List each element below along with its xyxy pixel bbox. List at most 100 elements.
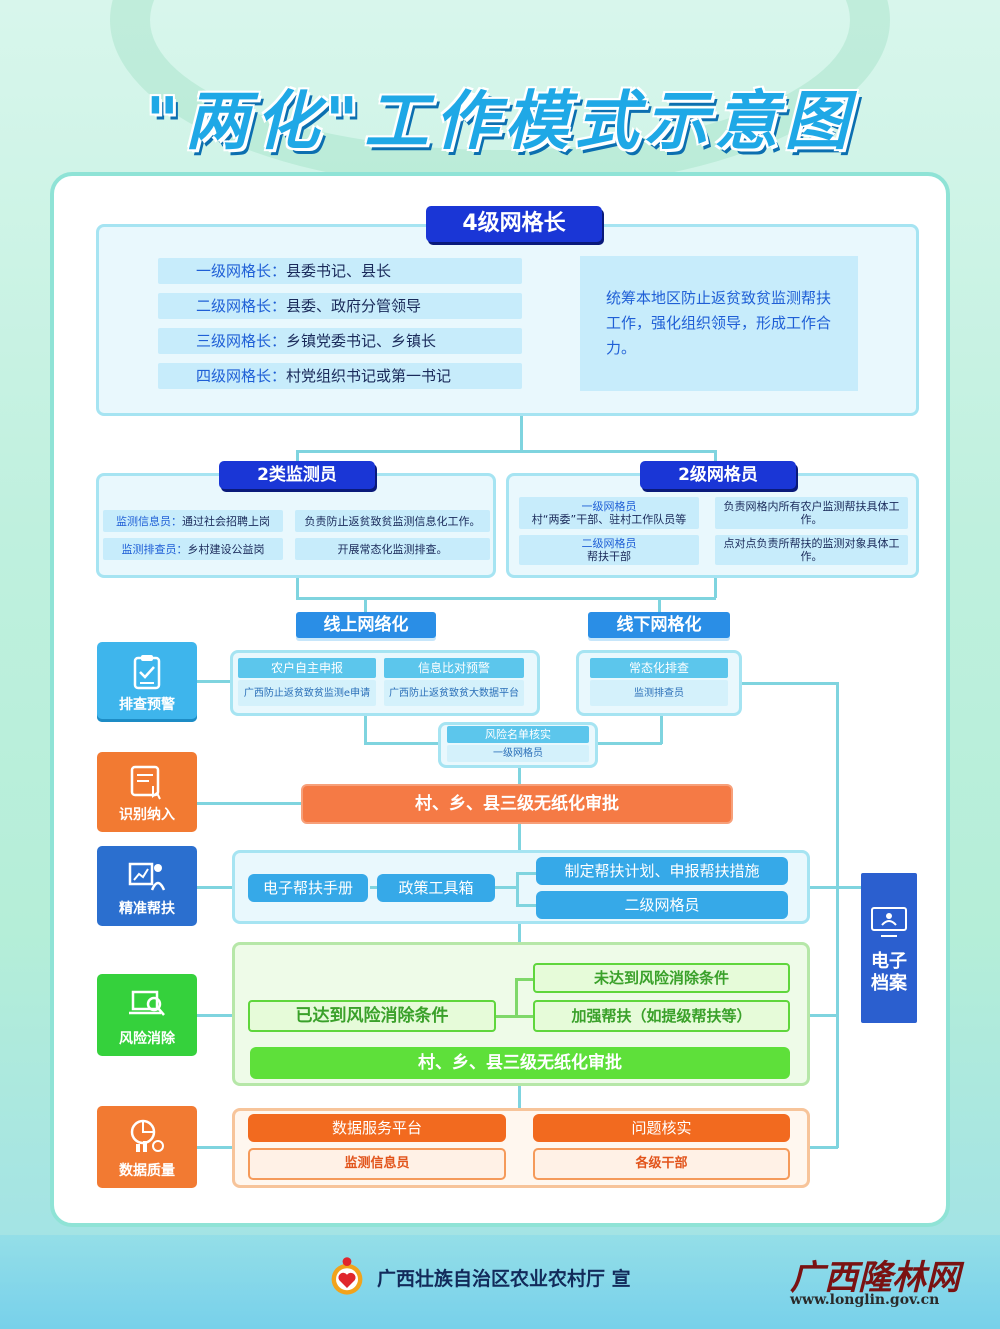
data-platform-box: 数据服务平台 [248,1114,506,1142]
footer-org: 广西壮族自治区农业农村厅 宣 [325,1257,631,1295]
archive-line-2: 档案 [871,973,907,994]
connector [197,802,301,805]
grid-leader-level-2: 二级网格长：县委、政府分管领导 [158,293,522,319]
grid-leader-header: 4级网格长 [426,206,602,242]
grid-member-value: 帮扶干部 [587,550,631,563]
connector [197,1146,233,1149]
risk-approval-bar: 村、乡、县三级无纸化审批 [250,1047,790,1079]
site-url[interactable]: www.longlin.gov.cn [790,1292,940,1308]
risk-unmet-box: 未达到风险消除条件 [533,963,790,993]
connector [296,597,716,600]
grid-member-row-1: 一级网格员村“两委”干部、驻村工作队员等 [519,497,699,529]
grid-member-duty-2: 点对点负责所帮扶的监测对象具体工作。 [715,535,908,565]
level-key: 一级网格长： [196,262,287,280]
connector [518,824,521,850]
connector [598,742,662,745]
data-analytics-icon [130,1119,164,1152]
level-value: 县委、政府分管领导 [286,297,422,315]
connector [660,716,663,744]
risk-list-top: 风险名单核实 [447,726,589,743]
stage-label: 数据质量 [119,1163,175,1179]
connector [516,872,536,875]
department-logo-icon [331,1257,363,1295]
stage-label: 精准帮扶 [119,901,175,917]
stage-label: 排查预警 [119,697,175,713]
offline-tag: 线下网格化 [588,612,730,638]
connector [518,924,521,942]
monitors-header: 2类监测员 [219,461,375,489]
stage-identify: 识别纳入 [97,752,197,832]
connector [742,682,838,685]
monitor-icon [871,907,907,937]
connector [516,872,519,906]
risk-met-box: 已达到风险消除条件 [248,1000,496,1032]
offline-top: 常态化排查 [590,658,728,678]
level-value: 县委书记、县长 [286,262,392,280]
connector [296,450,716,453]
connector [810,1146,838,1149]
connector [658,597,661,613]
connector [197,680,233,683]
offline-bottom: 监测排查员 [590,680,728,706]
online-item-1-bottom: 广西防止返贫致贫监测e申请 [238,680,376,706]
grid-leader-duty: 统筹本地区防止返贫致贫监测帮扶工作，强化组织领导，形成工作合力。 [580,256,858,391]
strengthen-box: 加强帮扶（如提级帮扶等） [533,1000,790,1032]
monitor-key: 监测排查员： [121,542,188,556]
teacher-chart-icon [128,862,166,891]
connector [714,578,717,598]
stage-risk-removal: 风险消除 [97,974,197,1056]
verify-box: 问题核实 [533,1114,790,1142]
footer-org-text: 广西壮族自治区农业农村厅 宣 [377,1267,631,1290]
stage-label: 识别纳入 [119,807,175,823]
info-member-box: 监测信息员 [248,1148,506,1180]
grid-member-duty-1: 负责网格内所有农户监测帮扶具体工作。 [715,497,908,529]
connector [515,978,518,1016]
approval-bar: 村、乡、县三级无纸化审批 [301,784,733,824]
connector [296,450,299,462]
stage-assist: 精准帮扶 [97,846,197,926]
brand-logo: 广西隆林网 [790,1258,960,1298]
assist-member-box: 二级网格员 [536,891,788,919]
online-item-1-top: 农户自主申报 [238,658,376,678]
monitor-duty-2: 开展常态化监测排查。 [295,538,490,560]
manual-button: 电子帮扶手册 [248,874,368,902]
grid-member-row-2: 二级网格员帮扶干部 [519,535,699,565]
connector [515,978,533,981]
monitor-duty-1: 负责防止返贫致贫监测信息化工作。 [295,510,490,532]
risk-list-bottom: 一级网格员 [447,745,589,762]
connector [810,886,862,889]
grid-member-key: 一级网格员 [581,500,637,513]
connector [364,742,440,745]
stage-data-quality: 数据质量 [97,1106,197,1188]
document-touch-icon [130,765,161,800]
toolbox-button: 政策工具箱 [377,874,495,902]
footer-band [0,1235,1000,1329]
monitor-row-2: 监测排查员：乡村建设公益岗 [103,538,283,560]
archive-line-1: 电子 [871,951,907,972]
level-value: 乡镇党委书记、乡镇长 [286,332,437,350]
electronic-archive: 电子 档案 [861,873,917,1023]
grid-members-header: 2级网格员 [640,461,796,489]
level-value: 村党组织书记或第一书记 [286,367,452,385]
level-key: 二级网格长： [196,297,287,315]
connector [296,578,299,598]
grid-leader-level-4: 四级网格长：村党组织书记或第一书记 [158,363,522,389]
connector [516,904,536,907]
connector [494,886,516,889]
monitor-row-1: 监测信息员：通过社会招聘上岗 [103,510,283,532]
connector [364,597,367,613]
level-key: 三级网格长： [196,332,287,350]
laptop-search-icon [129,990,165,1016]
grid-member-value: 村“两委”干部、驻村工作队员等 [531,513,687,526]
connector [197,1014,233,1017]
connector [370,886,378,889]
monitor-value: 乡村建设公益岗 [187,542,265,556]
page-title: "两化"工作模式示意图 [145,85,855,159]
monitor-key: 监测信息员： [116,514,182,528]
online-tag: 线上网络化 [296,612,436,638]
connector [495,1015,533,1018]
plan-box: 制定帮扶计划、申报帮扶措施 [536,857,788,885]
cadres-box: 各级干部 [533,1148,790,1180]
stage-screening: 排查预警 [97,642,197,722]
stage-label: 风险消除 [119,1031,175,1047]
